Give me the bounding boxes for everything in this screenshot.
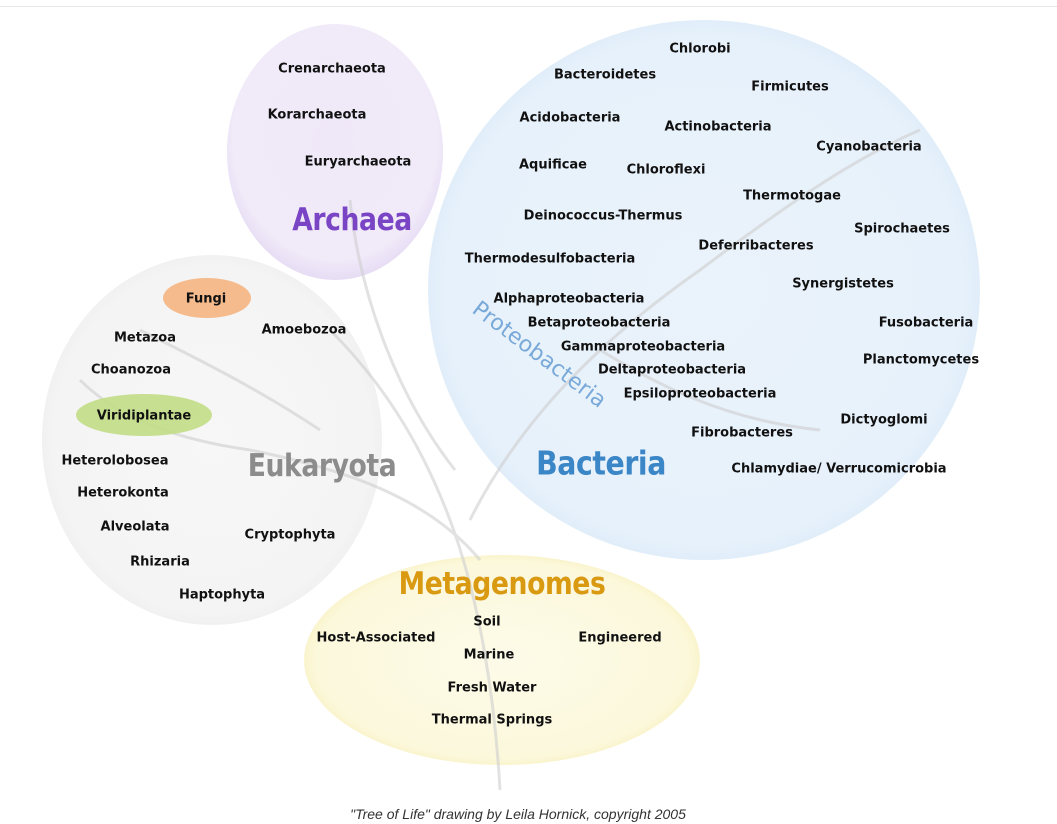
bacteria-ellipse (428, 20, 980, 560)
viridiplantae-badge (76, 394, 212, 436)
taxon-label: Cryptophyta (244, 527, 336, 543)
taxon-label: Deinococcus-Thermus (523, 208, 683, 224)
taxon-label: Amoebozoa (261, 322, 347, 338)
taxon-label: Fusobacteria (878, 315, 974, 331)
taxon-label: Chloroflexi (626, 162, 706, 178)
archaea-ellipse (227, 24, 443, 280)
fungi-badge (163, 278, 251, 318)
eukaryota-ellipse (42, 255, 382, 625)
figure-caption: "Tree of Life" drawing by Leila Hornick,… (350, 806, 686, 822)
taxon-label: Haptophyta (178, 587, 266, 603)
taxon-label: Actinobacteria (664, 119, 772, 135)
taxon-label: Fresh Water (447, 680, 537, 696)
taxon-label: Heterokonta (77, 485, 169, 501)
taxon-label: Spirochaetes (854, 221, 950, 237)
taxon-label: Soil (473, 614, 501, 630)
taxon-label: Metazoa (113, 330, 177, 346)
taxon-label: Euryarchaeota (304, 154, 412, 170)
taxon-label: Chlamydiae/ Verrucomicrobia (731, 461, 947, 477)
taxon-label: Cyanobacteria (816, 139, 922, 155)
taxon-label: Thermal Springs (431, 712, 553, 728)
taxon-label: Thermodesulfobacteria (464, 251, 636, 267)
taxon-label: Choanozoa (91, 362, 171, 378)
taxon-label: Synergistetes (792, 276, 894, 292)
taxon-label: Rhizaria (130, 554, 190, 570)
taxon-label: Heterolobosea (61, 453, 169, 469)
taxon-label: Engineered (578, 630, 662, 646)
taxon-label: Marine (463, 647, 515, 663)
top-divider (0, 6, 1057, 7)
taxon-label: Planctomycetes (862, 352, 980, 368)
taxon-label: Gammaproteobacteria (560, 339, 726, 355)
metagenomes-ellipse (304, 555, 700, 765)
taxon-label: Aquificae (518, 157, 588, 173)
taxon-label: Crenarchaeota (278, 61, 386, 77)
taxon-label: Fungi (185, 291, 227, 307)
taxon-label: Alveolata (100, 519, 170, 535)
taxon-label: Acidobacteria (519, 110, 621, 126)
taxon-label: Chlorobi (669, 41, 731, 57)
taxon-label: Bacteroidetes (553, 67, 657, 83)
archaea-title: Archaea (292, 202, 412, 238)
taxon-label: Korarchaeota (267, 107, 367, 123)
taxon-label: Deferribacteres (698, 238, 814, 254)
taxon-label: Fibrobacteres (691, 425, 793, 441)
eukaryota-title: Eukaryota (247, 448, 397, 484)
taxon-label: Thermotogae (743, 188, 841, 204)
taxon-label: Epsiloproteobacteria (623, 386, 777, 402)
taxon-label: Deltaproteobacteria (597, 362, 747, 378)
taxon-label: Betaproteobacteria (527, 315, 671, 331)
taxon-label: Dictyoglomi (840, 412, 928, 428)
taxon-label: Viridiplantae (96, 408, 192, 424)
taxon-label: Alphaproteobacteria (493, 291, 645, 307)
taxon-label: Host-Associated (316, 630, 436, 646)
taxon-label: Firmicutes (751, 79, 829, 95)
metagenomes-title: Metagenomes (398, 566, 606, 602)
bacteria-title: Bacteria (536, 443, 666, 483)
